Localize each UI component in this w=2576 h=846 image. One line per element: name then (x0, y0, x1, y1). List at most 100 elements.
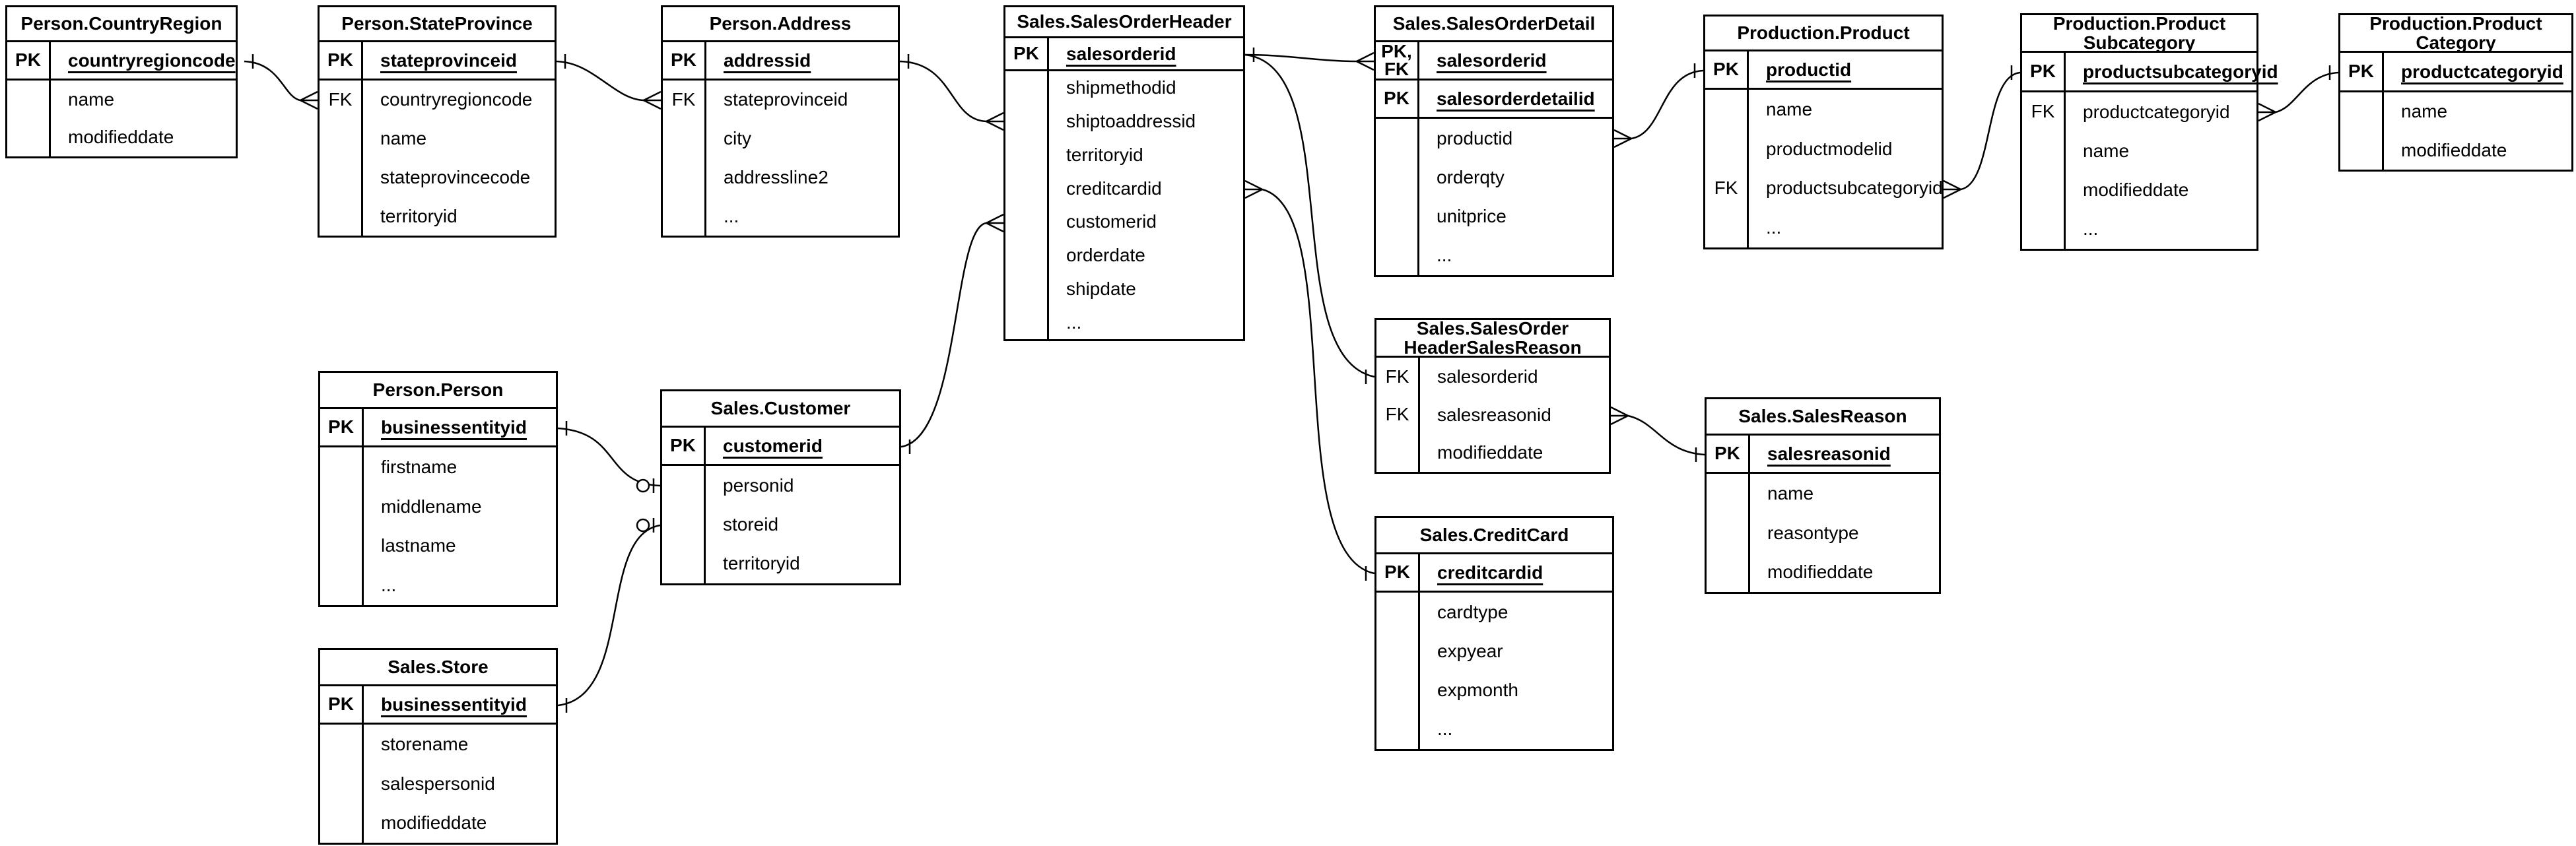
relationship-line[interactable] (1627, 414, 1705, 456)
key-label (1376, 158, 1419, 197)
key-label (1376, 119, 1419, 158)
crow-foot-marker (986, 222, 1004, 233)
key-row: PK creditcardid (1376, 554, 1612, 593)
key-label (2340, 92, 2384, 131)
table-title-line: Sales.SalesOrder (1416, 317, 1569, 339)
field-name: modifieddate (1767, 562, 1874, 583)
relationship-line[interactable] (557, 427, 661, 487)
field-row: name (1707, 474, 1939, 513)
relationship-sales_salesreason-sales_salesorderheadersalesreason[interactable] (1610, 406, 1705, 462)
key-label: PK (1376, 554, 1420, 591)
key-label (1376, 593, 1420, 632)
relationship-sales_salesorderheader-sales_salesorderheadersalesreason[interactable] (1244, 53, 1375, 384)
field-row: name (2340, 92, 2571, 131)
table-title-line: Person.CountryRegion (20, 13, 222, 34)
relationship-line[interactable] (1244, 53, 1375, 378)
field-name: salesreasonid (1767, 443, 1891, 464)
crow-foot-marker (2258, 102, 2276, 114)
field-row: expyear (1376, 632, 1612, 671)
field-row: firstname (320, 447, 556, 487)
field-row: modifieddate (2340, 131, 2571, 170)
relationship-line[interactable] (1631, 69, 1704, 140)
relationship-person_address-sales_salesorderheader[interactable] (899, 54, 1004, 131)
key-label: PK (1707, 436, 1750, 472)
field-row: name (2022, 131, 2256, 171)
relationship-person_person-sales_customer[interactable] (557, 421, 661, 493)
relationship-line[interactable] (1244, 53, 1357, 63)
key-label (1376, 670, 1420, 710)
table-title: Sales.CreditCard (1376, 518, 1612, 554)
key-label (1005, 238, 1049, 273)
key-label (320, 526, 364, 566)
field-name: creditcardid (1437, 562, 1543, 583)
relationship-line[interactable] (1262, 188, 1375, 575)
crow-foot-marker (300, 99, 318, 110)
key-label (1705, 90, 1749, 129)
relationship-production_productcategory-production_productsubcategory[interactable] (2258, 65, 2339, 122)
key-label (320, 158, 363, 197)
crow-foot-marker (1610, 414, 1629, 426)
field-row: name (7, 81, 236, 119)
field-name: reasontype (1767, 522, 1859, 543)
key-label: PK (662, 428, 706, 464)
field-row: shipdate (1005, 272, 1243, 306)
field-name: ... (1766, 217, 1782, 238)
key-label: FK (1705, 168, 1749, 209)
table-title: Person.StateProvince (320, 7, 555, 42)
relationship-sales_store-sales_customer[interactable] (557, 518, 661, 713)
field-name: customerid (723, 435, 823, 456)
field-row: orderqty (1376, 158, 1612, 197)
field-name: creditcardid (1066, 178, 1162, 199)
relationship-line[interactable] (899, 60, 987, 123)
field-name: productsubcategoryid (2083, 61, 2278, 82)
field-name: stateprovinceid (724, 89, 848, 110)
field-name: productmodelid (1766, 138, 1893, 159)
relationship-line[interactable] (2275, 71, 2339, 114)
relationship-line[interactable] (900, 222, 987, 448)
key-label: PK (663, 42, 706, 79)
table-title-line: Sales.SalesOrderHeader (1017, 11, 1232, 32)
relationship-line[interactable] (1960, 71, 2021, 191)
crow-foot-marker (300, 90, 318, 102)
relationship-line[interactable] (244, 60, 301, 102)
relationship-sales_customer-sales_salesorderheader[interactable] (900, 213, 1004, 454)
table-title-line: Sales.CreditCard (1419, 525, 1569, 546)
relationship-sales_creditcard-sales_salesorderheader[interactable] (1244, 179, 1375, 581)
field-name: salesorderid (1437, 49, 1547, 71)
crow-foot-marker (1610, 406, 1629, 417)
key-label (320, 197, 363, 236)
relationship-person_stateprovince-person_address[interactable] (556, 54, 661, 110)
field-row: orderdate (1005, 238, 1243, 273)
field-row: lastname (320, 526, 556, 566)
relationship-person_countryregion-person_stateprovince[interactable] (244, 54, 318, 110)
relationship-sales_salesorderheader-sales_salesorderdetail[interactable] (1244, 48, 1374, 71)
relationship-production_productsubcategory-production_product[interactable] (1943, 65, 2021, 199)
field-row: modifieddate (1707, 552, 1939, 593)
key-label: PK (7, 42, 51, 79)
relationship-production_product-sales_salesorderdetail[interactable] (1613, 63, 1704, 148)
zero-or-one-circle-marker (636, 478, 650, 493)
field-name: ... (381, 575, 397, 596)
relationship-line[interactable] (557, 524, 661, 707)
relationship-line[interactable] (556, 60, 644, 102)
